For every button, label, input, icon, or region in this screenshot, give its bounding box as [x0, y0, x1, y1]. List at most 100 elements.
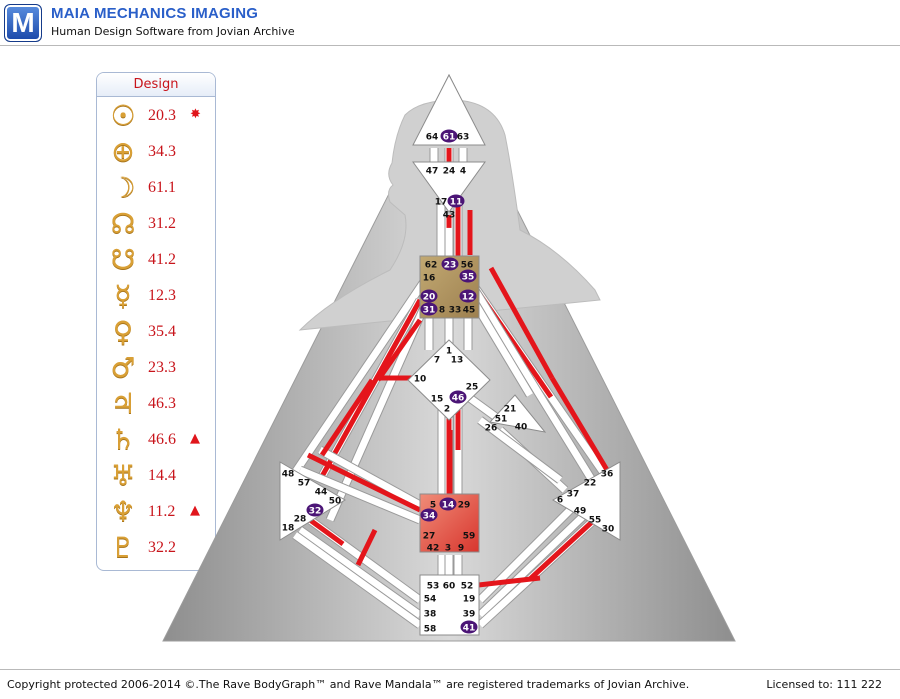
- gate-11-label[interactable]: 11: [450, 198, 463, 208]
- gate-31-label[interactable]: 31: [423, 306, 436, 316]
- gate-25-label[interactable]: 25: [466, 383, 479, 393]
- gate-36-label[interactable]: 36: [601, 470, 614, 480]
- channel-16-48: [287, 278, 428, 482]
- planet-row-venus: ♀35.4: [97, 315, 215, 351]
- gate-14-label[interactable]: 14: [442, 501, 455, 511]
- gate-13-label[interactable]: 13: [451, 356, 464, 366]
- gate-35-label[interactable]: 35: [462, 273, 475, 283]
- planet-row-pluto: ♇32.2: [97, 531, 215, 567]
- gate-47-label[interactable]: 47: [426, 167, 439, 177]
- neptune-mark-icon: ▲: [190, 503, 200, 518]
- mars-value: 23.3: [148, 359, 176, 376]
- gate-5-label[interactable]: 5: [430, 501, 436, 511]
- gate-62-label[interactable]: 62: [425, 261, 438, 271]
- gate-57-label[interactable]: 57: [298, 479, 311, 489]
- channel-18-58: [292, 532, 423, 628]
- jupiter-value: 46.3: [148, 395, 176, 412]
- gate-32-activation-marker: [306, 503, 324, 517]
- gate-46-label[interactable]: 46: [452, 394, 465, 404]
- gate-22-label[interactable]: 22: [584, 479, 597, 489]
- gate-19-label[interactable]: 19: [463, 595, 476, 605]
- gate-17-label[interactable]: 17: [435, 198, 448, 208]
- gate-12-label[interactable]: 12: [462, 293, 475, 303]
- gate-55-label[interactable]: 55: [589, 516, 602, 526]
- gate-49-label[interactable]: 49: [574, 507, 587, 517]
- gate-48-label[interactable]: 48: [282, 470, 295, 480]
- gate-2-label[interactable]: 2: [444, 405, 450, 415]
- south-node-icon: ☋: [110, 243, 136, 276]
- gate-6-label[interactable]: 6: [557, 496, 563, 506]
- gate-54-label[interactable]: 54: [424, 595, 437, 605]
- gate-20-activation-marker: [420, 289, 438, 303]
- gate-39-label[interactable]: 39: [463, 610, 476, 620]
- gate-50-label[interactable]: 50: [329, 497, 342, 507]
- gate-32-label[interactable]: 32: [309, 507, 322, 517]
- gate-28-label[interactable]: 28: [294, 515, 307, 525]
- uranus-icon: ♅: [110, 459, 136, 492]
- planet-row-earth: ⊕34.3: [97, 135, 215, 171]
- gate-41-label[interactable]: 41: [463, 624, 476, 634]
- channel-20-34: [326, 303, 429, 522]
- channel-layer: [286, 148, 610, 629]
- gate-43-label[interactable]: 43: [443, 211, 456, 221]
- gate-16-label[interactable]: 16: [423, 274, 436, 284]
- gate-24-label[interactable]: 24: [443, 167, 456, 177]
- gate-9-label[interactable]: 9: [458, 544, 464, 554]
- planet-row-moon: ☽61.1: [97, 171, 215, 207]
- earth-icon: ⊕: [111, 135, 135, 168]
- gate-61-label[interactable]: 61: [443, 133, 456, 143]
- gate-35-activation-marker: [459, 269, 477, 283]
- gate-38-label[interactable]: 38: [424, 610, 437, 620]
- planet-row-saturn: ♄46.6▲: [97, 423, 215, 459]
- channel-57-34: [298, 466, 422, 524]
- gate-64-label[interactable]: 64: [426, 133, 439, 143]
- gate-14-activation-marker: [439, 497, 457, 511]
- gate-51-label[interactable]: 51: [495, 415, 508, 425]
- gate-4-label[interactable]: 4: [460, 167, 466, 177]
- jupiter-icon: ♃: [110, 387, 136, 420]
- gate-60-label[interactable]: 60: [443, 582, 456, 592]
- gate-58-label[interactable]: 58: [424, 625, 437, 635]
- g-center: [407, 339, 491, 421]
- gate-34-label[interactable]: 34: [423, 512, 436, 522]
- uranus-value: 14.4: [148, 467, 176, 484]
- gate-30-label[interactable]: 30: [602, 525, 615, 535]
- venus-value: 35.4: [148, 323, 176, 340]
- copyright-text: Copyright protected 2006-2014 ©.The Rave…: [7, 678, 690, 691]
- gate-63-label[interactable]: 63: [457, 133, 470, 143]
- gate-45-label[interactable]: 45: [463, 306, 476, 316]
- gate-1-label[interactable]: 1: [446, 347, 452, 357]
- gate-23-label[interactable]: 23: [444, 261, 457, 271]
- head-center: [412, 73, 486, 146]
- gate-7-label[interactable]: 7: [434, 356, 440, 366]
- gate-52-label[interactable]: 52: [461, 582, 474, 592]
- gate-53-label[interactable]: 53: [427, 582, 440, 592]
- gate-42-label[interactable]: 42: [427, 544, 440, 554]
- app-footer: Copyright protected 2006-2014 ©.The Rave…: [0, 669, 900, 699]
- channel-44-26: [318, 446, 422, 509]
- gate-33-label[interactable]: 33: [449, 306, 462, 316]
- gate-20-label[interactable]: 20: [423, 293, 436, 303]
- planet-row-mercury: ☿12.3: [97, 279, 215, 315]
- gate-27-label[interactable]: 27: [423, 532, 436, 542]
- gate-44-label[interactable]: 44: [315, 488, 328, 498]
- south-node-value: 41.2: [148, 251, 176, 268]
- ego-center: [489, 394, 547, 433]
- gate-18-label[interactable]: 18: [282, 524, 295, 534]
- gate-3-label[interactable]: 3: [445, 544, 451, 554]
- app-title: MAIA MECHANICS IMAGING: [51, 5, 259, 22]
- gate-10-label[interactable]: 10: [414, 375, 427, 385]
- gate-8-label[interactable]: 8: [439, 306, 445, 316]
- app-subtitle: Human Design Software from Jovian Archiv…: [51, 25, 295, 38]
- gate-26-label[interactable]: 26: [485, 424, 498, 434]
- gate-29-label[interactable]: 29: [458, 501, 471, 511]
- gate-21-label[interactable]: 21: [504, 405, 517, 415]
- gate-37-label[interactable]: 37: [567, 490, 580, 500]
- gate-56-label[interactable]: 56: [461, 261, 474, 271]
- gate-15-label[interactable]: 15: [431, 395, 444, 405]
- channel-20-57-defined: [317, 298, 423, 482]
- gate-59-label[interactable]: 59: [463, 532, 476, 542]
- gate-40-label[interactable]: 40: [515, 423, 528, 433]
- gate-31-activation-marker: [420, 302, 438, 316]
